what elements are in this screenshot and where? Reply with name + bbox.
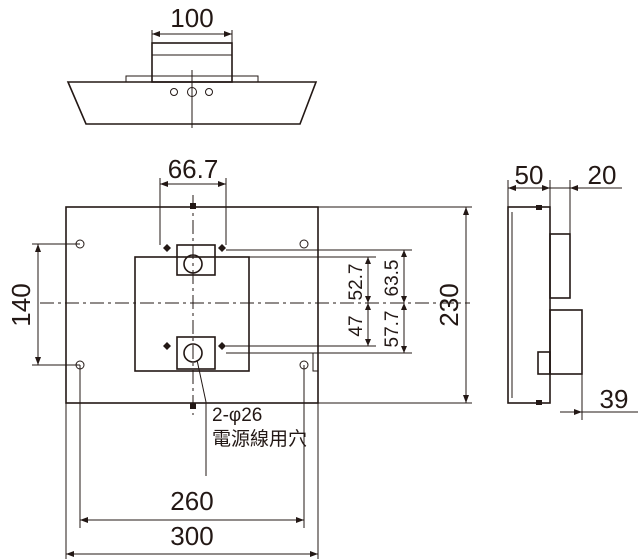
left-height-dim: 140	[6, 283, 36, 326]
side-lower-block	[549, 309, 583, 375]
upper-hole-tab	[176, 244, 216, 276]
dim-52-7: 52.7	[346, 264, 367, 301]
dim-57-7: 57.7	[382, 311, 403, 348]
overall-height-dim: 230	[434, 283, 464, 326]
arrow-left	[152, 31, 160, 37]
note-leader-diag	[196, 359, 207, 403]
lower-cable-hole	[183, 343, 203, 363]
dim-63-5: 63.5	[382, 260, 403, 297]
front-view: 66.7 140 230 52.7 47 63.5	[6, 154, 472, 559]
inner-width-dim: 260	[170, 486, 213, 516]
top-screw-right	[205, 88, 213, 96]
dim-47: 47	[346, 315, 367, 336]
lower-hole-tab	[176, 336, 216, 370]
side-body	[507, 206, 551, 404]
top-view: 100	[66, 3, 318, 128]
side-view: 50 20 39	[507, 160, 638, 420]
top-screw-left	[170, 88, 178, 96]
side-upper-block	[549, 233, 571, 299]
top-width-dim: 100	[170, 3, 213, 33]
hole-note-line2: 電源線用穴	[212, 428, 307, 450]
front-inner-plate	[134, 256, 250, 372]
mount-marks	[75, 203, 319, 409]
overall-width-dim: 300	[170, 521, 213, 551]
hole-spacing-dim: 66.7	[168, 154, 219, 184]
side-offset-dim: 20	[588, 160, 617, 190]
side-connector	[537, 351, 551, 375]
front-outer-panel	[65, 206, 319, 404]
arrow-right	[224, 31, 232, 37]
side-depth-dim: 50	[515, 160, 544, 190]
side-bottom-dim: 39	[600, 384, 629, 414]
hole-note-line1: 2-φ26	[212, 405, 262, 426]
